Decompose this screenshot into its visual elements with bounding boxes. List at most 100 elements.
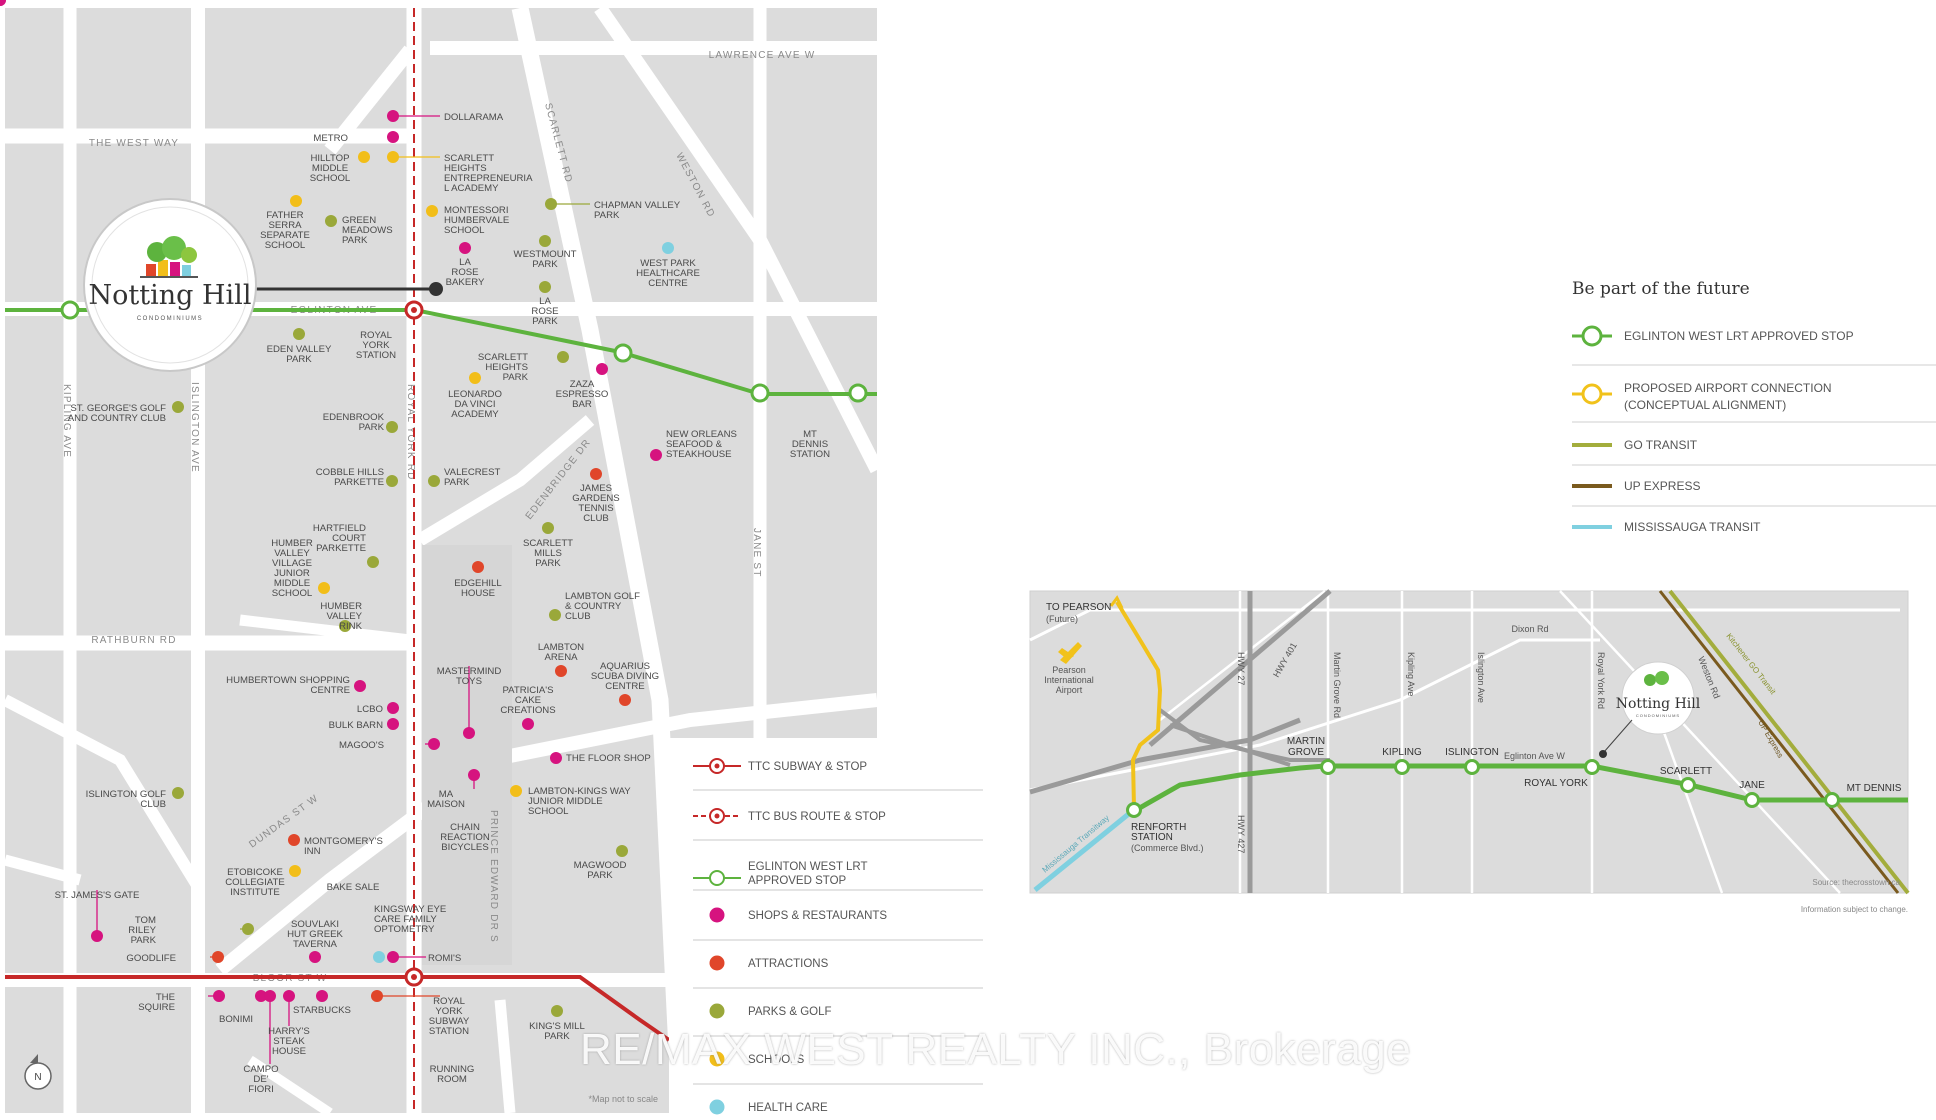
poi-marker-montessori-humbervale-school[interactable] bbox=[426, 205, 438, 217]
poi-marker-green-meadows-park[interactable] bbox=[325, 215, 337, 227]
poi-marker-patricia-s-cake-creations[interactable] bbox=[522, 718, 534, 730]
poi-marker-cobble-hills-parkette[interactable] bbox=[386, 475, 398, 487]
poi-marker-souvlaki-hut-greek-taverna[interactable] bbox=[309, 951, 321, 963]
poi-marker-magwood-park[interactable] bbox=[616, 845, 628, 857]
poi-marker-scarlett-mills-park[interactable] bbox=[542, 522, 554, 534]
poi-marker-west-park-healthcare-centre[interactable] bbox=[662, 242, 674, 254]
to-pearson-future: (Future) bbox=[1046, 614, 1078, 624]
poi-marker-eden-valley-park[interactable] bbox=[293, 328, 305, 340]
poi-label-line: ETOBICOKE bbox=[227, 867, 283, 878]
poi-marker-st-james-s-gate[interactable] bbox=[91, 930, 103, 942]
poi-marker-romi-s[interactable] bbox=[387, 951, 399, 963]
inset-stop-kipling[interactable] bbox=[1394, 759, 1410, 775]
poi-label-line: RINK bbox=[339, 621, 363, 632]
poi-marker-chapman-valley-park[interactable] bbox=[545, 198, 557, 210]
future-row-eglinton-west-lrt-approved-stop: EGLINTON WEST LRT APPROVED STOP bbox=[1572, 325, 1936, 366]
poi-label-line: MT bbox=[803, 429, 817, 440]
poi-marker-scarlett-heights-entrepreneuria-l-academy[interactable] bbox=[387, 151, 399, 163]
poi-marker-lcbo[interactable] bbox=[387, 702, 399, 714]
poi-marker-humbertown-shopping-centre[interactable] bbox=[354, 680, 366, 692]
poi-marker-ma-maison[interactable] bbox=[468, 769, 480, 781]
inset-road-eglinton: Eglinton Ave W bbox=[1504, 751, 1565, 761]
poi-marker-goodlife[interactable] bbox=[212, 951, 224, 963]
inset-stop-martin-grove[interactable] bbox=[1320, 759, 1336, 775]
poi-marker-hilltop-middle-school[interactable] bbox=[358, 151, 370, 163]
poi-label-lcbo: LCBO bbox=[357, 704, 383, 715]
poi-marker-the-squire[interactable] bbox=[213, 990, 225, 1002]
poi-marker-bulk-barn[interactable] bbox=[387, 718, 399, 730]
poi-marker-kingsway-eye-care-family-optometry[interactable] bbox=[373, 951, 385, 963]
poi-marker-magoo-s[interactable] bbox=[428, 738, 440, 750]
future-row-mississauga-transit: MISSISSAUGA TRANSIT bbox=[1572, 520, 1761, 534]
poi-marker-bake-sale[interactable] bbox=[0, 0, 6, 6]
poi-label-line: VALECREST bbox=[444, 467, 500, 478]
poi-marker-metro[interactable] bbox=[387, 131, 399, 143]
poi-marker-valecrest-park[interactable] bbox=[428, 475, 440, 487]
poi-marker-running-room[interactable] bbox=[371, 990, 383, 1002]
inset-stop-islington[interactable] bbox=[1464, 759, 1480, 775]
inset-stop-royal-york[interactable] bbox=[1584, 759, 1600, 775]
inset-stop-renforth[interactable] bbox=[1126, 802, 1142, 818]
inset-road-kipling: Kipling Ave bbox=[1406, 652, 1416, 696]
poi-label-line: & COUNTRY bbox=[565, 601, 622, 612]
poi-marker-harry-s-steak-house[interactable] bbox=[283, 990, 295, 1002]
poi-label-line: TOYS bbox=[456, 676, 482, 687]
poi-marker-hartfield-court-parkette[interactable] bbox=[367, 556, 379, 568]
poi-marker-westmount-park[interactable] bbox=[539, 235, 551, 247]
poi-marker-scarlett-heights-park[interactable] bbox=[557, 351, 569, 363]
lrt-stop-scarlett[interactable] bbox=[613, 343, 633, 363]
street-label-jane: JANE ST bbox=[751, 528, 762, 578]
poi-marker-lambton-kings-way-junior-middle-school[interactable] bbox=[510, 785, 522, 797]
poi-marker-lambton-arena[interactable] bbox=[555, 665, 567, 677]
lrt-stops bbox=[60, 300, 868, 403]
poi-marker-james-gardens-tennis-club[interactable] bbox=[590, 468, 602, 480]
inset-stop-mt-dennis[interactable] bbox=[1824, 792, 1840, 808]
inset-stop-scarlett[interactable] bbox=[1680, 777, 1696, 793]
poi-marker-father-serra-separate-school[interactable] bbox=[290, 195, 302, 207]
poi-marker-humber-valley-village-junior-middle-school[interactable] bbox=[318, 582, 330, 594]
lrt-stop-jane[interactable] bbox=[750, 383, 770, 403]
poi-marker-campo-de-fiori[interactable] bbox=[264, 990, 276, 1002]
poi-label-line: JUNIOR MIDDLE bbox=[528, 796, 603, 807]
poi-marker-tom-riley-park[interactable] bbox=[242, 923, 254, 935]
poi-marker-humber-valley-rink[interactable] bbox=[339, 620, 351, 632]
poi-label-line: BAR bbox=[572, 399, 592, 410]
poi-marker-st-george-s-golf-and-country-club[interactable] bbox=[172, 401, 184, 413]
inset-stop-jane[interactable] bbox=[1744, 792, 1760, 808]
station-label-martin-1: MARTIN bbox=[1287, 736, 1325, 747]
legend-swatch-center bbox=[714, 763, 720, 769]
poi-label-line: SCARLETT bbox=[478, 352, 528, 363]
royal-york-stop-center bbox=[411, 307, 417, 313]
poi-marker-new-orleans-seafood-steakhouse[interactable] bbox=[650, 449, 662, 461]
poi-marker-king-s-mill-park[interactable] bbox=[551, 1005, 563, 1017]
lrt-stop-mt-dennis[interactable] bbox=[848, 383, 868, 403]
poi-marker-la-rose-park[interactable] bbox=[539, 281, 551, 293]
poi-marker-islington-golf-club[interactable] bbox=[172, 787, 184, 799]
poi-marker-edenbrook-park[interactable] bbox=[386, 421, 398, 433]
inset-map[interactable]: TO PEARSON (Future) Pearson Internationa… bbox=[1029, 589, 1910, 895]
lrt-stop-kipling[interactable] bbox=[60, 300, 80, 320]
poi-label-line: YORK bbox=[362, 340, 390, 351]
poi-marker-aquarius-scuba-diving-centre[interactable] bbox=[619, 694, 631, 706]
poi-marker-etobicoke-collegiate-institute[interactable] bbox=[289, 865, 301, 877]
poi-marker-bonimi[interactable] bbox=[255, 990, 267, 1002]
poi-marker-montgomery-s-inn[interactable] bbox=[288, 834, 300, 846]
main-map[interactable]: LAWRENCE AVE W THE WEST WAY SCARLETT RD … bbox=[0, 0, 884, 1118]
poi-label-line: ENTREPRENEURIA bbox=[444, 173, 533, 184]
poi-marker-zaza-espresso-bar[interactable] bbox=[596, 363, 608, 375]
poi-marker-dollarama[interactable] bbox=[387, 110, 399, 122]
poi-marker-la-rose-bakery[interactable] bbox=[459, 242, 471, 254]
poi-label-line: PARK bbox=[359, 422, 385, 433]
poi-marker-edgehill-house[interactable] bbox=[472, 561, 484, 573]
poi-marker-leonardo-da-vinci-academy[interactable] bbox=[469, 372, 481, 384]
poi-marker-the-floor-shop[interactable] bbox=[550, 752, 562, 764]
poi-marker-lambton-golf-country-club[interactable] bbox=[549, 609, 561, 621]
poi-marker-starbucks[interactable] bbox=[316, 990, 328, 1002]
future-label-go-transit: GO TRANSIT bbox=[1624, 438, 1698, 452]
scale-note: *Map not to scale bbox=[588, 1094, 658, 1104]
poi-label-line: CHAIN bbox=[450, 822, 480, 833]
poi-marker-mastermind-toys[interactable] bbox=[463, 727, 475, 739]
